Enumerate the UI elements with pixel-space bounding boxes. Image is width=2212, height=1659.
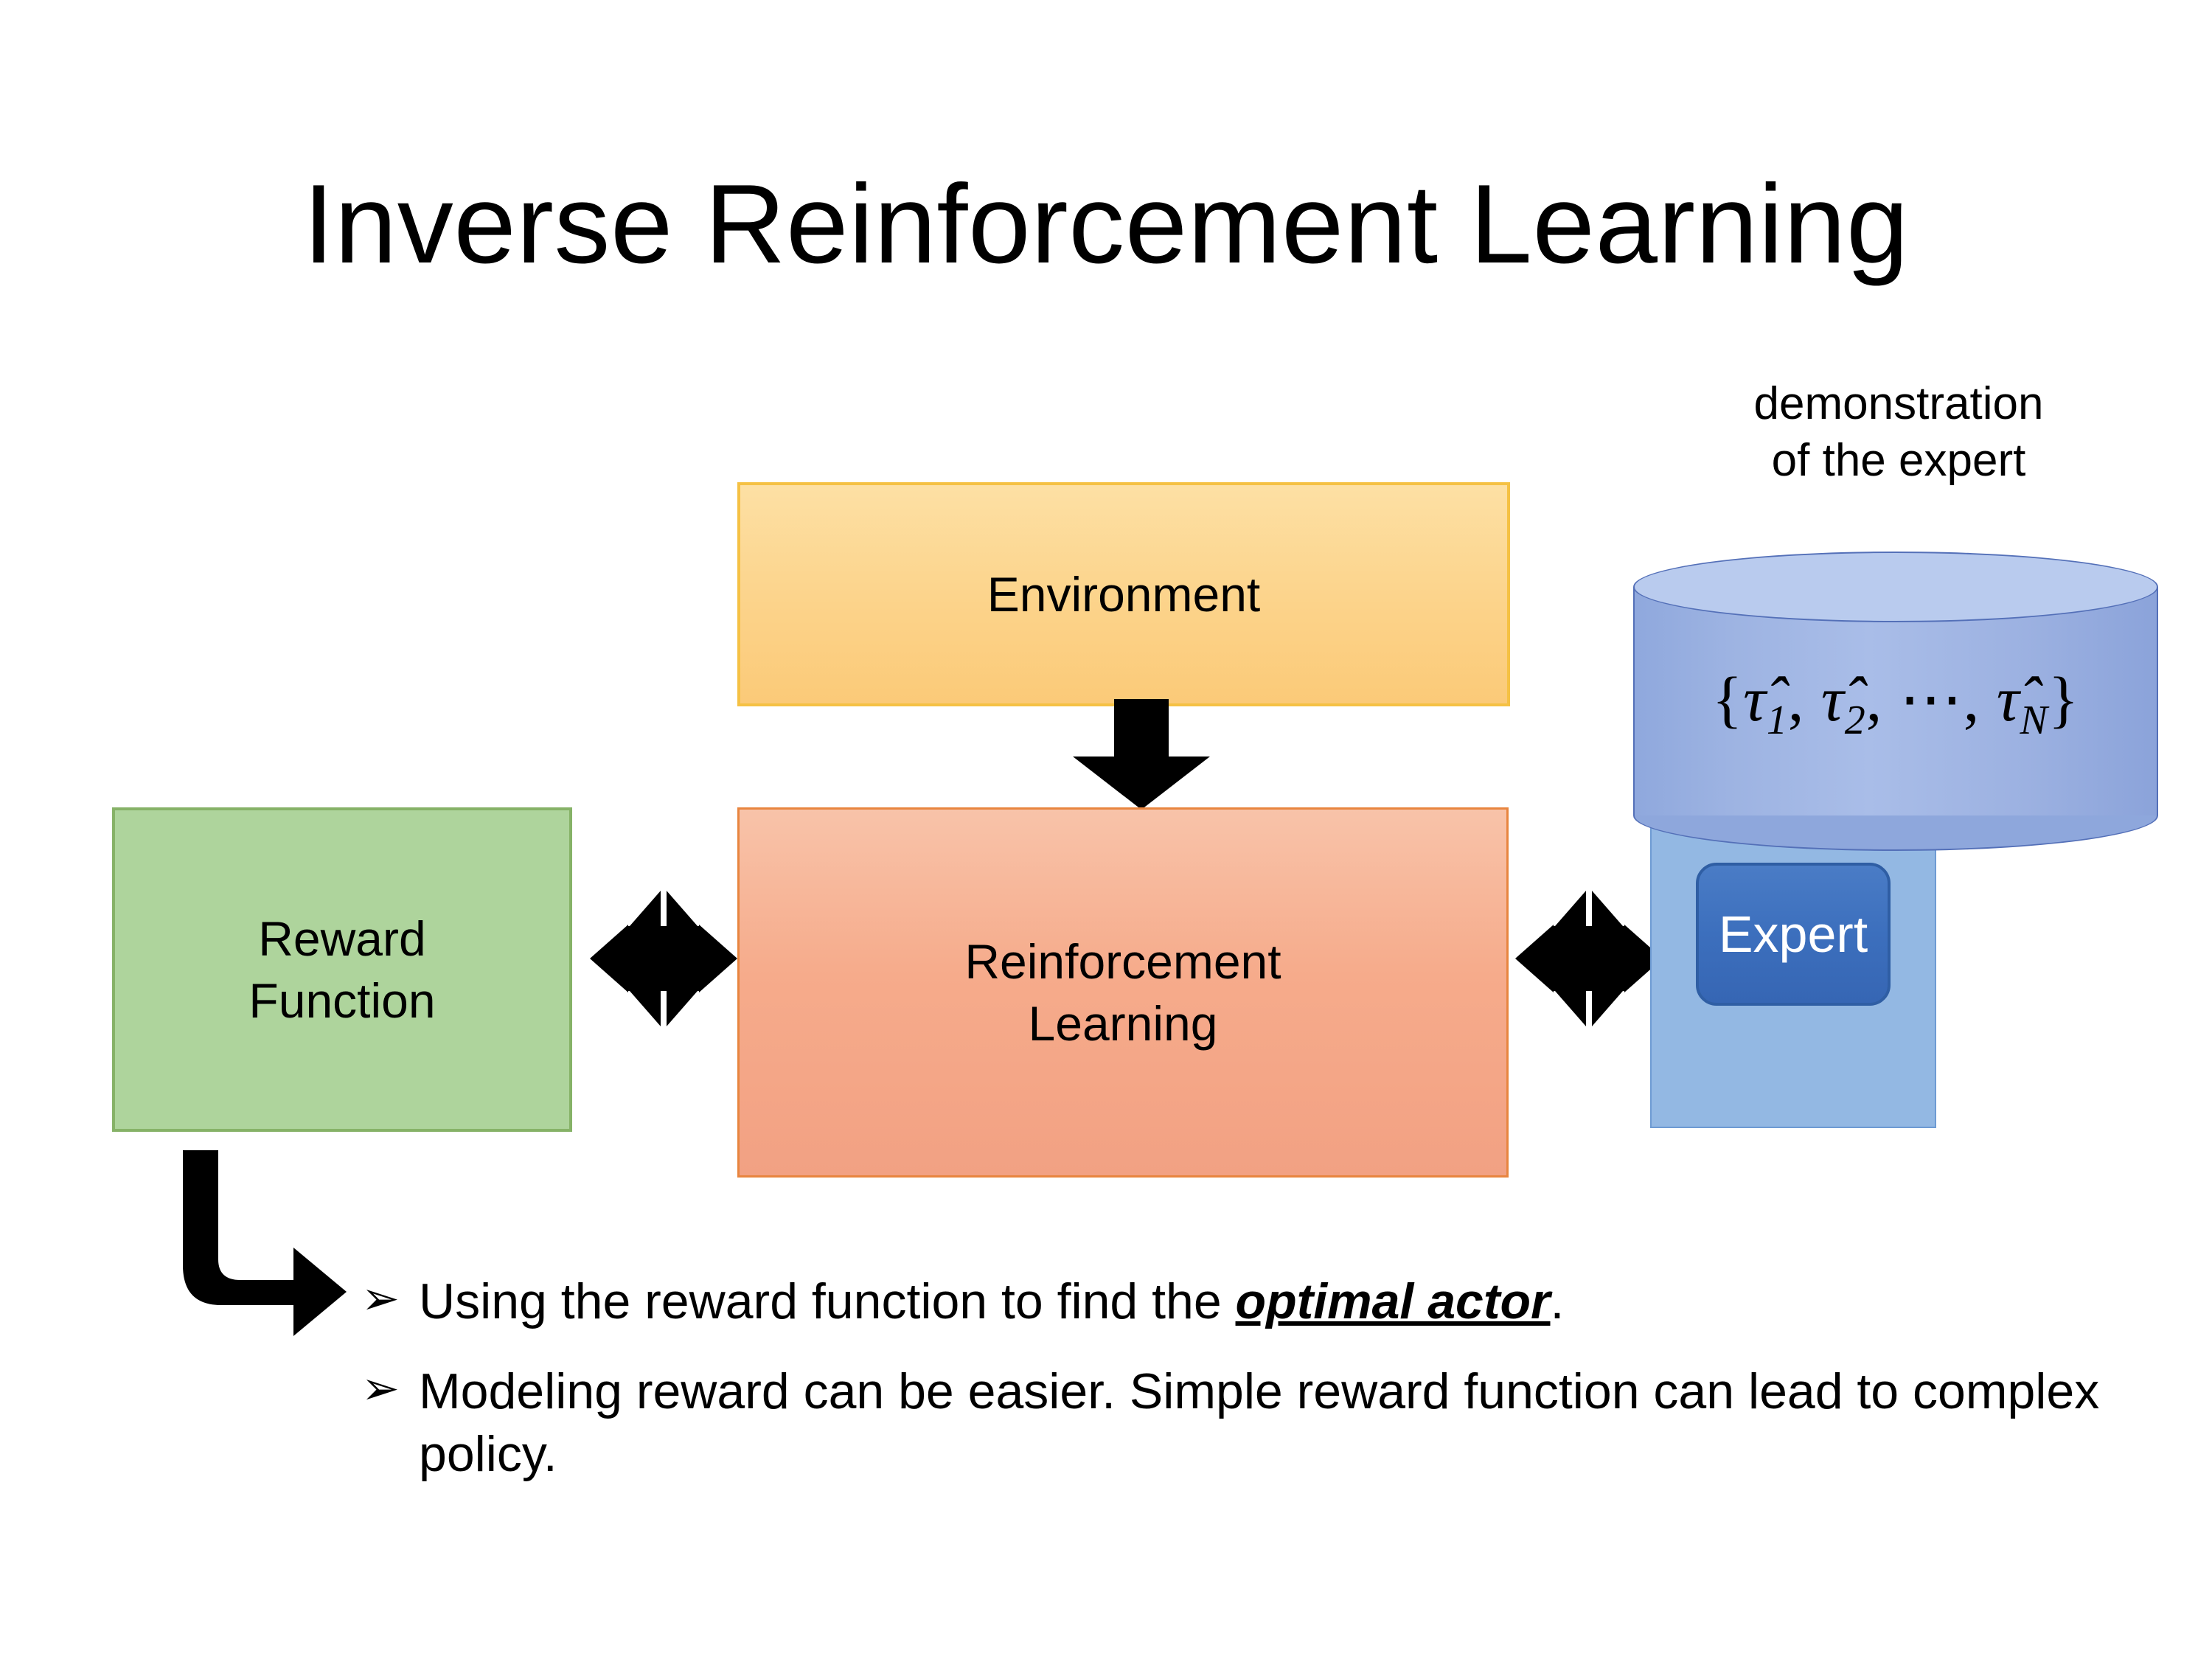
environment-box-label: Environment [987,566,1261,622]
bullet-1-prefix: Using the reward function to find the [419,1273,1236,1329]
tau-1-index: 1 [1766,698,1788,744]
cylinder-body [1633,587,2158,815]
bullet-marker-icon: ➢ [361,1273,400,1324]
demonstration-caption: demonstration of the expert [1641,376,2157,490]
tau-2: τ̂ [1820,664,1845,734]
reward-function-box: Reward Function [112,807,572,1132]
trajectory-set-label: {τ̂1, τ̂2, ⋯, τ̂N} [1633,662,2158,744]
arrow-environment-to-rl-icon [1073,699,1210,810]
reward-function-label-line2: Function [248,973,436,1028]
bullet-1-emphasis: optimal actor [1235,1273,1551,1329]
tau-1: τ̂ [1743,664,1767,734]
bullet-text-2: Modeling reward can be easier. Simple re… [419,1363,2100,1483]
demonstration-caption-line2: of the expert [1771,434,2026,486]
ellipsis: ⋯ [1899,664,1964,734]
comma-1: , [1787,664,1821,734]
cylinder-top-ellipse [1633,552,2158,622]
tau-n: τ̂ [1996,664,2020,734]
brace-close: } [2048,664,2080,734]
bullet-marker-icon: ➢ [361,1363,400,1414]
bullet-1-suffix: . [1550,1273,1565,1329]
expert-button[interactable]: Expert [1696,863,1891,1006]
list-item: ➢ Using the reward function to find the … [361,1270,2101,1334]
reward-function-label-line1: Reward [258,911,426,966]
trajectory-cylinder: {τ̂1, τ̂2, ⋯, τ̂N} [1633,552,2158,851]
tau-n-index: N [2020,698,2048,744]
list-item: ➢ Modeling reward can be easier. Simple … [361,1360,2101,1486]
comma-2: , [1865,664,1899,734]
comma-3: , [1963,664,1997,734]
arrow-rl-to-expert-quad-icon [1515,885,1663,1032]
bullet-list: ➢ Using the reward function to find the … [361,1270,2101,1513]
brace-open: { [1711,664,1744,734]
arrow-reward-to-bullets-elbow-icon [170,1150,347,1342]
reinforcement-learning-label-line2: Learning [1028,996,1218,1051]
reinforcement-learning-label-line1: Reinforcement [964,933,1281,989]
bullet-text-1: Using the reward function to find the op… [419,1270,2101,1334]
reinforcement-learning-box: Reinforcement Learning [737,807,1509,1178]
environment-box: Environment [737,482,1510,706]
page-title: Inverse Reinforcement Learning [303,161,1909,287]
expert-button-label: Expert [1718,905,1868,963]
arrow-reward-to-rl-quad-icon [590,885,737,1032]
tau-2-index: 2 [1844,698,1866,744]
demonstration-caption-line1: demonstration [1753,378,2044,429]
